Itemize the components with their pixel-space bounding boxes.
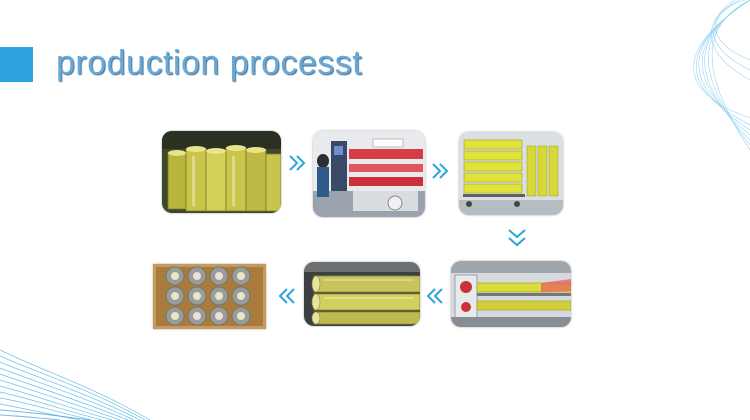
boxed-tape-rolls-photo — [153, 264, 266, 329]
decorative-waves-top-right — [650, 0, 750, 150]
chevron-double-left-icon — [277, 286, 297, 306]
slide-title: production processt — [56, 44, 363, 82]
log-rolls-photo — [304, 262, 420, 326]
chevron-double-left-icon — [425, 286, 445, 306]
rewinding-machine-photo — [451, 261, 571, 327]
chevron-double-right-icon — [287, 153, 307, 173]
slitting-machine-operator-photo — [313, 131, 425, 217]
decorative-waves-bottom-left — [0, 330, 150, 420]
chevron-double-down-icon — [506, 227, 528, 249]
chevron-double-right-icon — [430, 161, 450, 181]
tape-rolls-on-rack-photo — [459, 132, 563, 215]
title-accent-bar — [0, 47, 33, 82]
jumbo-roll-stacks-photo — [162, 131, 281, 213]
